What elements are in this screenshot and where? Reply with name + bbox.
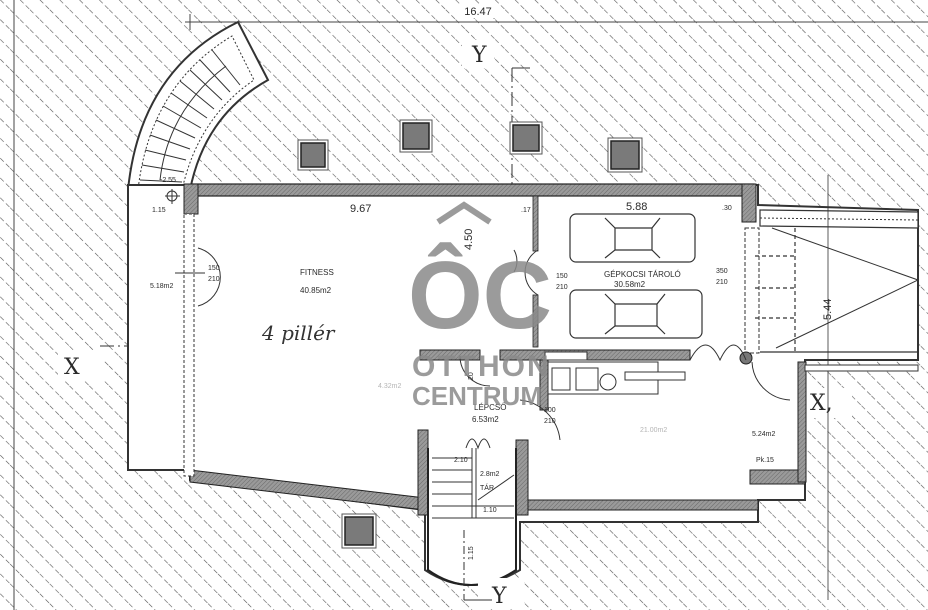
dim-corridor: 20 <box>468 372 475 380</box>
overall-dimension-label: 16.47 <box>464 6 492 18</box>
bottom-mark: Pk.15 <box>756 457 774 464</box>
room-area-utility: 21.00m2 <box>640 427 667 434</box>
room-area-faint: 4.32m2 <box>378 383 401 390</box>
room-area-storage: 2.8m2 <box>480 471 500 478</box>
room-area-entry: 5.18m2 <box>150 283 173 290</box>
dim-garage-wall: .30 <box>722 205 732 212</box>
car-upper <box>569 213 696 263</box>
dimension-labels: 9.67 .17 5.88 .30 4.50 5.44 -2.55 1.15 2… <box>152 177 834 560</box>
handwritten-note: 4 pillér <box>261 321 336 345</box>
room-area-garage: 30.58m2 <box>614 280 646 289</box>
door-width-label: 100 <box>544 407 556 414</box>
room-name-storage: TÁR <box>480 483 494 492</box>
door-width-label: 350 <box>716 268 728 275</box>
pillars <box>297 119 643 549</box>
watermark-logo: ÔC <box>408 241 552 349</box>
overall-dimension: 16.47 <box>185 4 928 30</box>
room-area-fitness: 40.85m2 <box>300 286 332 295</box>
dim-ramp-length: 5.44 <box>822 299 834 320</box>
dim-fitness-depth: 4.50 <box>463 229 475 250</box>
door-width-label: 150 <box>208 265 220 272</box>
watermark: ÔC OTTHON CENTRUM <box>408 201 552 411</box>
dim-stair-left: 1.15 <box>152 207 166 214</box>
section-marker-y-top: Y <box>471 43 487 68</box>
door-height-label: 210 <box>556 284 568 291</box>
door-swings <box>175 247 791 450</box>
dim-stair-width: 2.10 <box>454 457 468 464</box>
room-name-stair: LÉPCSŐ <box>474 403 506 412</box>
watermark-line1: OTTHON <box>412 350 551 383</box>
room-area-stair: 6.53m2 <box>472 415 499 424</box>
dim-stair-bottom: 1.15 <box>468 546 475 560</box>
room-labels: FITNESS 40.85m2 GÉPKOCSI TÁROLÓ 30.58m2 … <box>150 268 775 492</box>
watermark-line2: CENTRUM <box>412 381 542 411</box>
door-height-label: 210 <box>544 418 556 425</box>
door-height-label: 210 <box>716 279 728 286</box>
utility-fixtures <box>544 351 686 395</box>
dim-fitness-width: 9.67 <box>350 203 371 215</box>
section-marker-y-bottom: Y <box>491 584 507 609</box>
room-area-side: 5.24m2 <box>752 431 775 438</box>
elevation-symbol <box>165 189 180 204</box>
room-name-garage: GÉPKOCSI TÁROLÓ <box>604 270 681 279</box>
dim-stair-inner: 1.10 <box>483 507 497 514</box>
dim-wall-gap: .17 <box>521 207 531 214</box>
section-marker-x-left: X <box>64 355 80 380</box>
dim-garage-width: 5.88 <box>626 201 647 213</box>
building-outline <box>127 175 920 600</box>
car-lower <box>569 289 703 339</box>
door-width-label: 150 <box>556 273 568 280</box>
elevation-mark: -2.55 <box>160 177 176 184</box>
room-name-fitness: FITNESS <box>300 268 334 277</box>
section-marker-x-right: X, <box>810 391 833 416</box>
internal-stair <box>427 448 517 600</box>
door-size-labels: 150 210 150 210 350 210 100 210 <box>208 265 728 425</box>
door-height-label: 210 <box>208 276 220 283</box>
